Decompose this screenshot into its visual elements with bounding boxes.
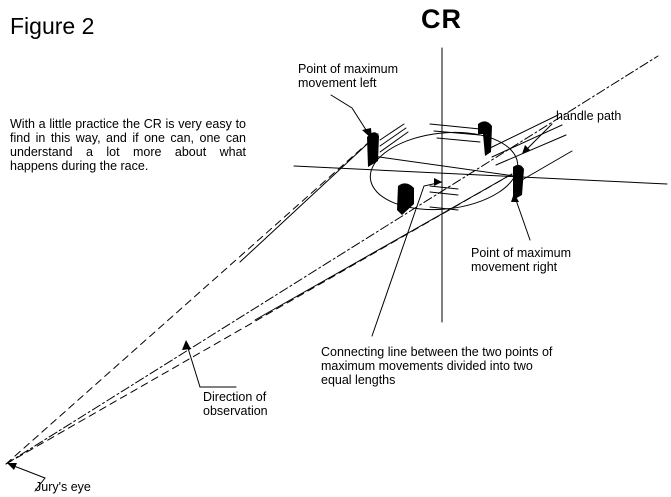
streak <box>379 127 407 147</box>
streak <box>436 137 481 143</box>
handle-symbol-top <box>478 121 492 156</box>
leader-max-left <box>330 94 369 134</box>
arrowhead-connecting <box>434 178 442 186</box>
label-max-left: Point of maximum movement left <box>298 62 399 90</box>
handle-symbol-left <box>367 132 379 167</box>
label-max-right: Point of maximum movement right <box>471 246 572 274</box>
leader-max-right <box>515 199 531 241</box>
streak <box>429 191 459 196</box>
sight-line-right-solid <box>254 173 513 321</box>
arrowhead-jury <box>7 463 17 470</box>
label-handle-path: handle path <box>556 109 622 123</box>
horizontal-axis <box>293 165 668 185</box>
streak <box>429 206 459 211</box>
streak <box>429 123 481 130</box>
streak <box>491 124 563 158</box>
connecting-line <box>371 155 515 177</box>
streak <box>487 114 559 150</box>
intro-paragraph: With a little practice the CR is very ea… <box>10 117 246 173</box>
streak <box>495 134 567 166</box>
streak <box>379 131 409 153</box>
leader-handle-path <box>527 123 553 149</box>
leader-jury <box>13 465 46 492</box>
figure-title: Figure 2 <box>10 13 95 39</box>
sight-line-center <box>5 55 659 465</box>
streak <box>429 185 459 190</box>
streak <box>379 123 405 141</box>
sight-line-left-solid <box>239 133 379 263</box>
arrowhead-direction <box>182 340 191 350</box>
leader-direction <box>186 344 237 388</box>
sight-line-left <box>5 133 379 465</box>
label-direction: Direction of observation <box>203 390 268 418</box>
arrowhead-handle-path <box>522 145 530 154</box>
label-connecting-line: Connecting line between the two points o… <box>321 345 553 387</box>
handle-symbol-bottom <box>397 183 414 215</box>
streak <box>521 150 573 181</box>
label-jury-eye: Jury's eye <box>35 480 91 494</box>
cr-label: CR <box>421 4 462 34</box>
handle-symbol-right <box>513 164 524 200</box>
streak <box>433 130 481 136</box>
